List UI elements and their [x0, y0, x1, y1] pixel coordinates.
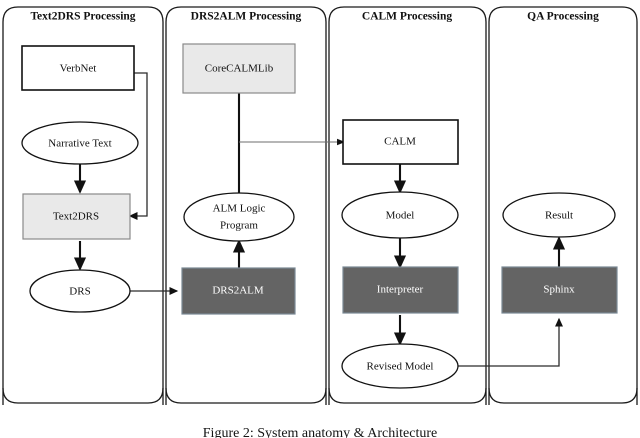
node-sphinx-label: Sphinx — [543, 284, 575, 296]
node-corecalmlib-shape — [182, 43, 296, 94]
node-drs[interactable]: DRS — [29, 269, 131, 313]
node-calm[interactable]: CALM — [342, 119, 459, 165]
panel-qa-bottom — [488, 387, 638, 404]
node-interpreter[interactable]: Interpreter — [342, 266, 459, 314]
node-corecalmlib[interactable]: CoreCALMLib — [182, 43, 296, 94]
node-narrative-text[interactable]: Narrative Text — [21, 121, 139, 165]
panel-drs2alm-frame — [165, 6, 327, 405]
edge-revisedmodel-to-sphinx — [458, 317, 564, 367]
node-alm-logic-program-shape — [183, 192, 295, 242]
node-result-label: Result — [545, 210, 573, 222]
node-verbnet-shape — [21, 45, 135, 91]
panel-qa: QA Processing — [488, 6, 638, 405]
panel-calm-frame — [328, 6, 487, 405]
node-verbnet[interactable]: VerbNet — [21, 45, 135, 91]
node-alm-logic-program-label-line1: ALM Logic — [213, 203, 266, 215]
node-calm-shape — [342, 119, 459, 165]
panel-text2drs: Text2DRS Processing — [2, 6, 164, 405]
node-model-shape — [341, 191, 459, 239]
panel-calm-title: CALM Processing — [362, 11, 452, 23]
node-corecalmlib-label: CoreCALMLib — [205, 63, 274, 75]
node-interpreter-shape — [342, 266, 459, 314]
node-sphinx-shape — [501, 266, 618, 314]
node-text2drs-label: Text2DRS — [53, 211, 99, 223]
node-model-label: Model — [386, 210, 415, 222]
node-revised-model-label: Revised Model — [367, 361, 434, 373]
node-alm-logic-program-label-line2: Program — [220, 220, 258, 232]
panel-drs2alm-bottom — [165, 387, 327, 404]
node-text2drs-shape — [22, 193, 131, 240]
panel-qa-frame — [488, 6, 638, 405]
node-alm-logic-program[interactable]: ALM Logic Program — [183, 192, 295, 242]
node-text2drs[interactable]: Text2DRS — [22, 193, 131, 240]
node-model[interactable]: Model — [341, 191, 459, 239]
node-drs-shape — [29, 269, 131, 313]
node-verbnet-label: VerbNet — [60, 63, 97, 75]
panel-drs2alm: DRS2ALM Processing — [165, 6, 327, 405]
node-calm-label: CALM — [384, 136, 416, 148]
node-drs2alm-label: DRS2ALM — [212, 285, 264, 297]
node-drs-label: DRS — [69, 286, 90, 298]
node-narrative-text-label: Narrative Text — [48, 138, 111, 150]
node-result[interactable]: Result — [502, 192, 616, 238]
figure-caption: Figure 2: System anatomy & Architecture — [203, 426, 437, 438]
edge-verbnet-to-text2drs — [128, 72, 148, 221]
node-drs2alm[interactable]: DRS2ALM — [181, 267, 296, 315]
panel-qa-title: QA Processing — [527, 11, 599, 23]
panel-calm: CALM Processing — [328, 6, 487, 405]
panel-drs2alm-title: DRS2ALM Processing — [191, 11, 302, 23]
node-narrative-text-shape — [21, 121, 139, 165]
node-result-shape — [502, 192, 616, 238]
node-drs2alm-shape — [181, 267, 296, 315]
panel-calm-bottom — [328, 387, 487, 404]
panel-text2drs-bottom — [2, 387, 164, 404]
panel-text2drs-title: Text2DRS Processing — [30, 11, 135, 23]
node-revised-model[interactable]: Revised Model — [341, 343, 459, 389]
panel-text2drs-frame — [2, 6, 164, 405]
node-sphinx[interactable]: Sphinx — [501, 266, 618, 314]
node-revised-model-shape — [341, 343, 459, 389]
node-interpreter-label: Interpreter — [377, 284, 424, 296]
